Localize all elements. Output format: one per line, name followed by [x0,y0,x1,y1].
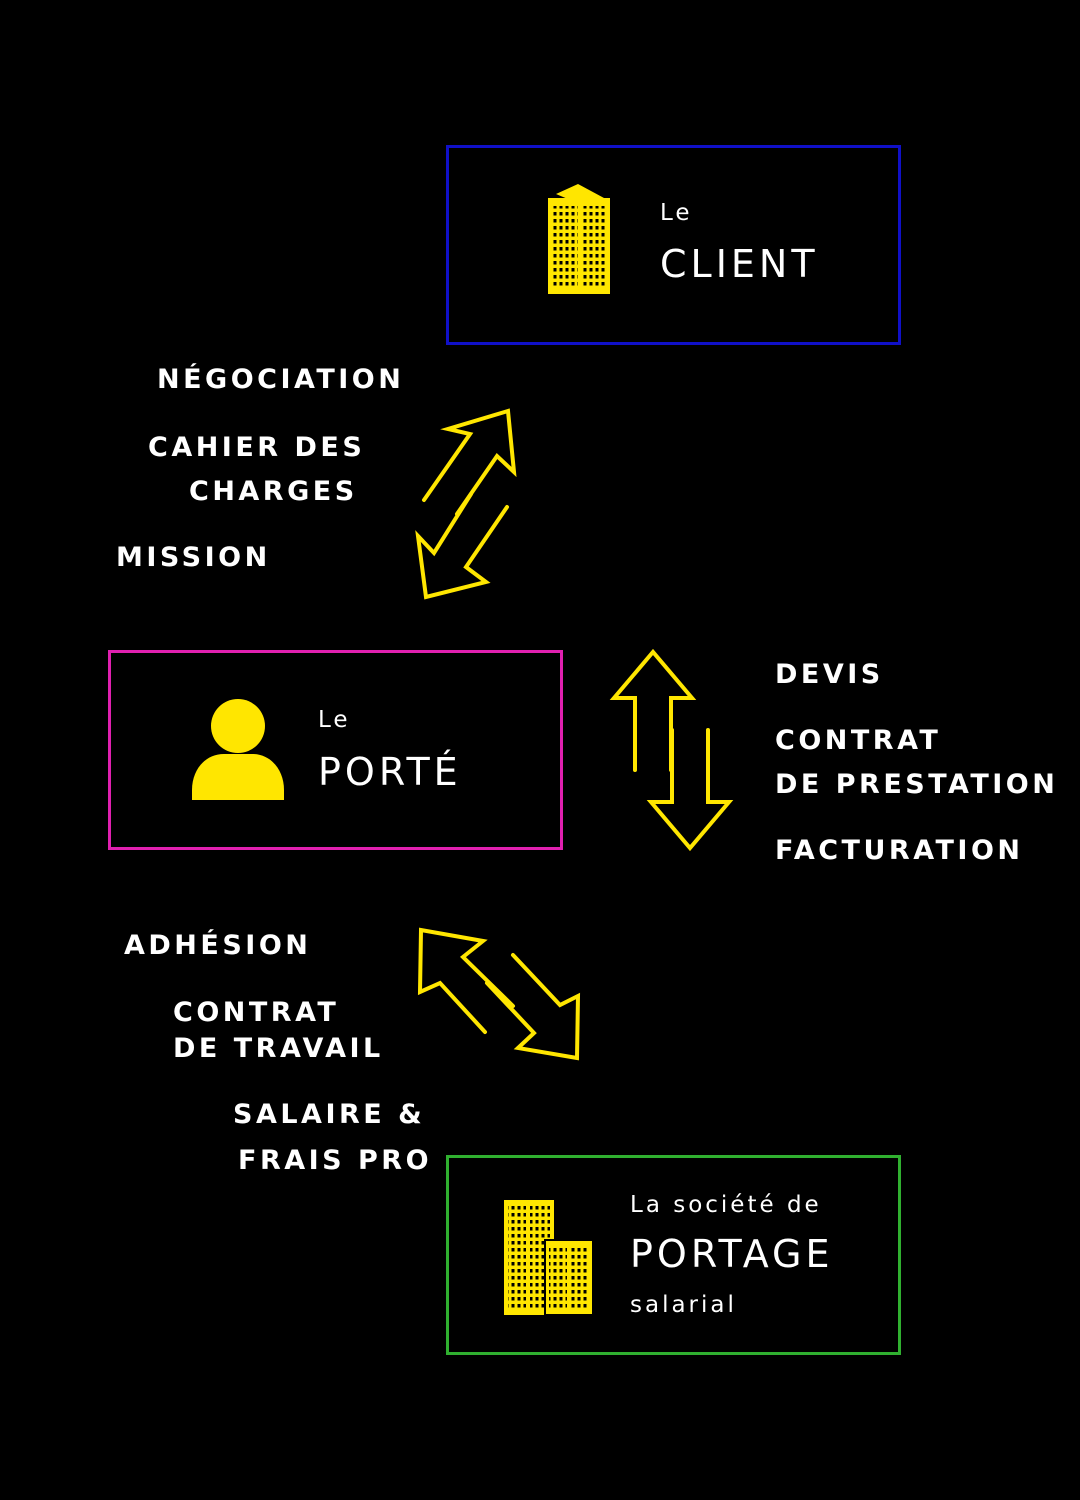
label-cahier-des: CAHIER DES [148,432,366,463]
label-frais-pro: FRAIS PRO [238,1145,433,1176]
societe-box [446,1155,901,1355]
label-adhesion: ADHÉSION [124,930,312,961]
skyscraper-icon [548,184,610,294]
porte-title: PORTÉ [318,750,462,794]
office-buildings-icon [504,1200,594,1316]
arrow-down-left [415,492,509,600]
person-icon [192,699,284,800]
arrow-up [609,648,697,772]
label-devis: DEVIS [775,659,884,690]
porte-box [108,650,563,850]
societe-suffix: salarial [630,1292,737,1318]
societe-title: PORTAGE [630,1232,834,1276]
label-facturation: FACTURATION [775,835,1024,866]
societe-prefix: La société de [630,1192,822,1218]
client-prefix: Le [660,200,693,226]
label-charges: CHARGES [189,476,358,507]
label-de-prestation: DE PRESTATION [775,769,1059,800]
porte-prefix: Le [318,707,351,733]
arrow-up-left [417,927,515,1034]
label-contrat: CONTRAT [775,725,942,756]
label-negociation: NÉGOCIATION [157,364,405,395]
arrow-down [646,728,734,852]
label-contrat-travail-2: DE TRAVAIL [173,1033,384,1064]
client-box [446,145,901,345]
label-contrat-travail-1: CONTRAT [173,997,340,1028]
client-title: CLIENT [660,242,819,286]
arrow-down-right [485,953,581,1061]
label-salaire: SALAIRE & [233,1099,426,1130]
label-mission: MISSION [116,542,271,573]
arrow-up-right [422,408,517,516]
